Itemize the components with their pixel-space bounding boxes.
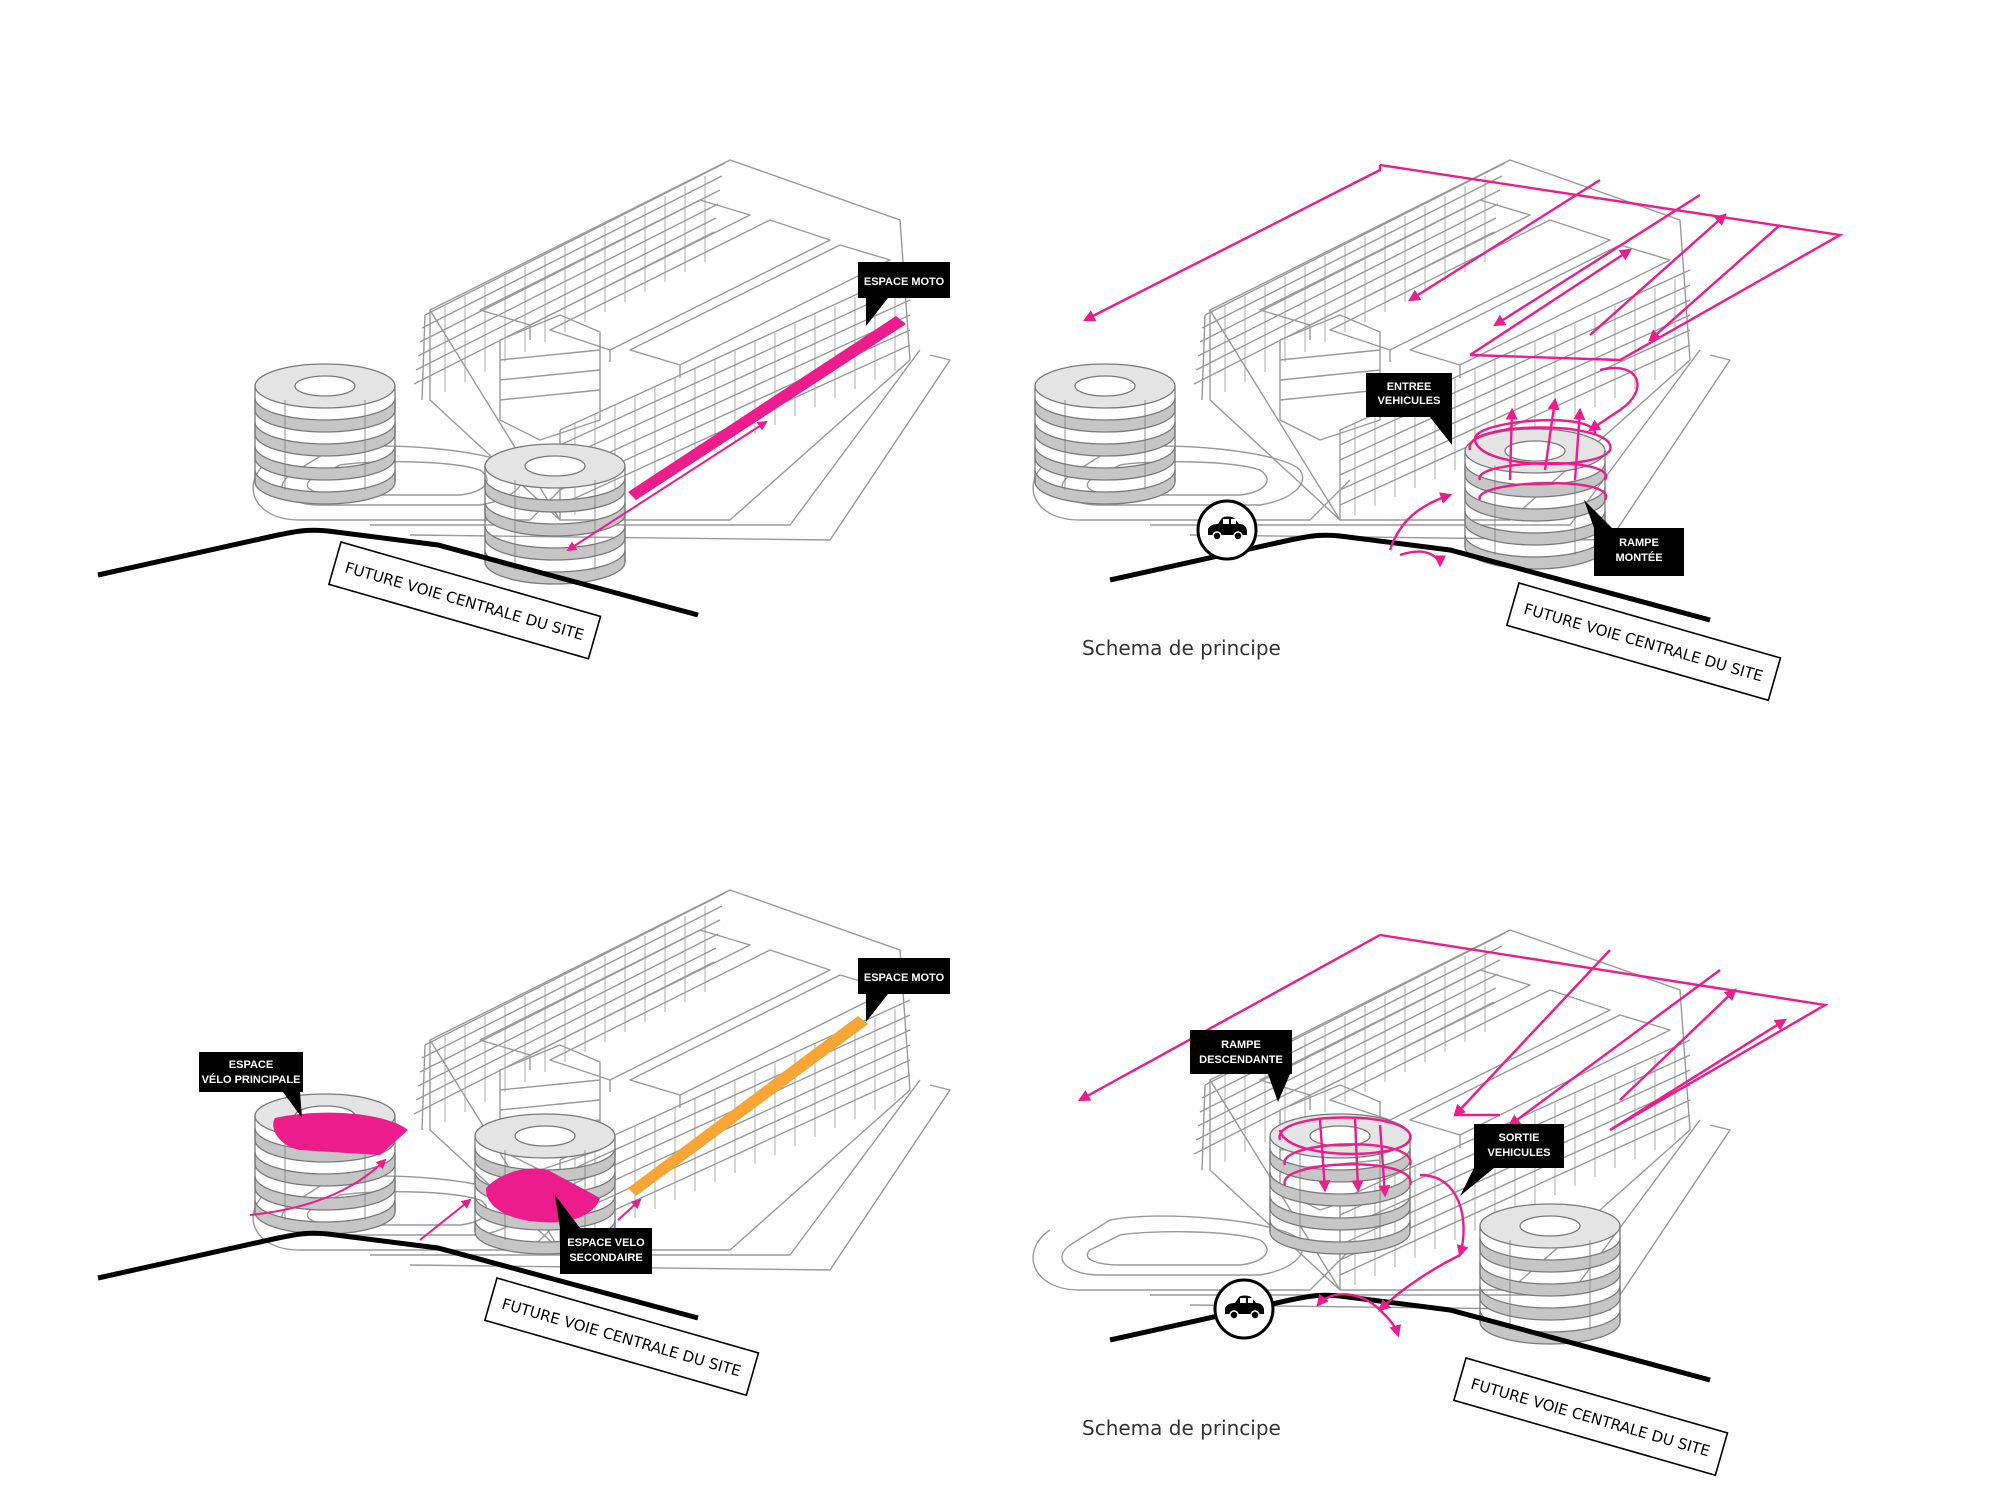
svg-text:DESCENDANTE: DESCENDANTE: [1199, 1054, 1283, 1066]
espace-moto-zone: [628, 1016, 868, 1196]
svg-text:VEHICULES: VEHICULES: [1488, 1147, 1551, 1159]
svg-text:ESPACE MOTO: ESPACE MOTO: [864, 276, 945, 288]
svg-text:ESPACE MOTO: ESPACE MOTO: [864, 972, 945, 984]
label-espace-moto: ESPACE MOTO: [858, 958, 950, 1022]
spiral-ramp-left: [1034, 363, 1176, 505]
label-espace-velo-principale: ESPACE VÉLO PRINCIPALE: [199, 1052, 303, 1118]
car-badge: [1213, 1278, 1275, 1340]
circulation-up: [1082, 163, 1844, 568]
svg-text:ESPACE: ESPACE: [229, 1059, 273, 1071]
label-espace-moto: ESPACE MOTO: [858, 262, 950, 326]
label-rampe-descendante: RAMPE DESCENDANTE: [1190, 1030, 1292, 1102]
caption-schema-de-principe: Schema de principe: [1082, 636, 1281, 660]
spiral-ramp-right: [1464, 428, 1606, 570]
car-badge: [1196, 499, 1258, 561]
svg-text:VÉLO PRINCIPALE: VÉLO PRINCIPALE: [202, 1073, 301, 1086]
label-rampe-montee: RAMPE MONTÉE: [1584, 500, 1684, 576]
car-icon: [1213, 1278, 1275, 1340]
svg-text:RAMPE: RAMPE: [1221, 1039, 1261, 1051]
svg-text:SECONDAIRE: SECONDAIRE: [569, 1252, 642, 1264]
building-drawing: [1032, 159, 1731, 541]
espace-velo-secondaire-zone: [485, 1168, 600, 1223]
panel-bottom-left: ESPACE VÉLO PRINCIPALE ESPACE VELO SECON…: [98, 889, 951, 1397]
svg-text:VEHICULES: VEHICULES: [1378, 395, 1441, 407]
espace-velo-principale-zone: [273, 1112, 408, 1155]
espace-moto-zone: [628, 316, 906, 500]
circulation-down: [1077, 933, 1829, 1338]
panel-top-left: ESPACE MOTO FUTURE VOIE CENTRALE DU SITE: [98, 159, 951, 660]
spiral-ramp-left: [254, 363, 396, 505]
bike-flow: [249, 1158, 642, 1241]
svg-text:MONTÉE: MONTÉE: [1615, 551, 1662, 564]
label-sortie-vehicules: SORTIE VEHICULES: [1460, 1124, 1564, 1196]
svg-text:RAMPE: RAMPE: [1619, 537, 1659, 549]
svg-text:SORTIE: SORTIE: [1499, 1132, 1540, 1144]
label-espace-velo-secondaire: ESPACE VELO SECONDAIRE: [555, 1195, 652, 1274]
label-entree-vehicules: ENTREE VEHICULES: [1366, 373, 1452, 445]
caption-schema-de-principe: Schema de principe: [1082, 1416, 1281, 1440]
panel-top-right: ENTREE VEHICULES RAMPE MONTÉE FUTURE VOI…: [1032, 159, 1844, 702]
svg-text:ENTREE: ENTREE: [1387, 381, 1432, 393]
svg-text:ESPACE VELO: ESPACE VELO: [567, 1237, 645, 1249]
panel-bottom-right: RAMPE DESCENDANTE SORTIE VEHICULES FUTUR…: [1032, 929, 1829, 1477]
car-icon: [1196, 499, 1258, 561]
flow-arrow: [566, 420, 768, 552]
